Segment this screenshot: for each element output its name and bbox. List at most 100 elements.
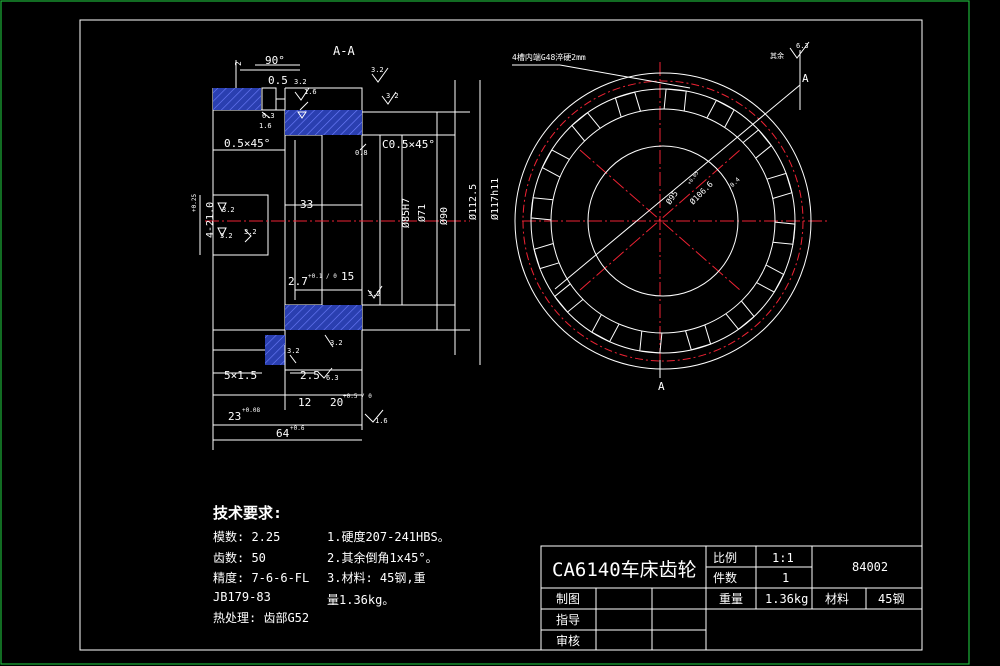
- slot-15: [742, 129, 773, 159]
- slot-4x21: 4-21.0: [205, 202, 216, 238]
- section-dimensions: [199, 60, 481, 450]
- rough-other-label: 其余: [770, 51, 784, 60]
- roughness-symbols: 3.2 1.6 3.2 6.3 3.2 3.2 3.2 0.8 3.2 3.2 …: [217, 66, 399, 425]
- tol-23: +0.08: [242, 407, 260, 414]
- rough-1: 3.2: [371, 66, 384, 74]
- drawing-number: 84002: [852, 560, 888, 574]
- material-value: 45钢: [878, 592, 904, 606]
- tech-title: 技术要求:: [213, 504, 282, 522]
- rough-15: 3.2: [294, 78, 307, 86]
- rough-11: 6.3: [326, 374, 339, 382]
- slot-14: [706, 99, 735, 128]
- front-view: A A 4槽内端G48淬硬2mm Ø95 +0.05 Ø106.6 -0.4 其…: [512, 41, 830, 393]
- tech-left-2: 精度: 7-6-6-FL: [213, 570, 309, 585]
- pitch-circle: [522, 80, 804, 362]
- rough-4: 6.3: [262, 112, 275, 120]
- rough-other-icon: [789, 41, 810, 59]
- outer-sheet-border: [0, 0, 970, 665]
- slot-10: [541, 149, 570, 178]
- tech-left-1: 齿数: 50: [213, 550, 266, 565]
- len-33: 33: [300, 198, 313, 211]
- section-label: A-A: [333, 44, 355, 58]
- tech-right-0: 1.硬度207-241HBS。: [327, 529, 450, 544]
- width-25: 2.5: [300, 369, 320, 382]
- rough-12: 1.6: [375, 417, 388, 425]
- tol-64: +0.6: [290, 425, 305, 432]
- inner-drawing-frame: [79, 19, 923, 651]
- tech-requirements: 技术要求: 模数: 2.25 齿数: 50 精度: 7-6-6-FL JB179…: [213, 504, 450, 625]
- dia-117: Ø117h11: [489, 178, 501, 220]
- tol-20: +0.5 / 0: [343, 393, 372, 400]
- tech-right-2: 3.材料: 45钢,重: [327, 571, 426, 585]
- slot-12: [614, 91, 641, 118]
- section-arrow-bottom: A: [658, 380, 665, 393]
- chamfer-right: C0.5×45°: [382, 138, 435, 151]
- width-20: 20: [330, 396, 343, 409]
- scale-label: 比例: [713, 551, 737, 565]
- outer-circle: [514, 72, 812, 370]
- rough-2: 1.6: [304, 88, 317, 96]
- tech-right-1: 2.其余倒角1x45°。: [327, 550, 438, 565]
- tech-left-0: 模数: 2.25: [213, 529, 280, 544]
- rough-6: 3.2: [220, 232, 233, 240]
- len-15: 15: [341, 270, 354, 283]
- chamfer-left: 0.5×45°: [224, 137, 270, 150]
- tol-106: -0.4: [726, 176, 741, 191]
- dia-1125: Ø112.5: [467, 184, 479, 220]
- rough-3: 3.2: [386, 92, 399, 100]
- angle-90: 90°: [265, 54, 285, 67]
- rough-13: 3.2: [287, 347, 300, 355]
- rough-8: 0.8: [355, 149, 368, 157]
- tol-27: +0.1 / 0: [308, 273, 337, 280]
- dim-95: Ø95: [663, 188, 680, 206]
- slot-11: [571, 111, 601, 142]
- slot-4: [685, 324, 712, 351]
- internal-slots: [530, 88, 796, 354]
- hardening-note: 4槽内端G48淬硬2mm: [512, 52, 586, 62]
- rough-other-value: 6.3: [796, 42, 809, 50]
- qty-value: 1: [782, 571, 789, 585]
- review-label: 审核: [556, 633, 580, 648]
- scale-value: 1:1: [772, 551, 794, 565]
- rough-5: 3.2: [222, 206, 235, 214]
- bore-71: Ø71: [416, 204, 428, 222]
- rough-7: 3.2: [244, 228, 257, 236]
- slot-circle: [550, 108, 776, 334]
- material-label: 材料: [825, 592, 849, 606]
- slot-16: [766, 172, 793, 199]
- len-27: 2.7: [288, 275, 308, 288]
- tol-slot: +0.25: [191, 194, 198, 212]
- rough-14: 1.6: [259, 122, 272, 130]
- section-arrow-top: A: [802, 72, 809, 85]
- dim-05-top: 0.5: [268, 74, 288, 87]
- rough-9: 3.2: [368, 290, 381, 298]
- width-23: 23: [228, 410, 241, 423]
- section-view: A-A: [191, 44, 501, 450]
- root-circle: [530, 88, 796, 354]
- rough-10: 3.2: [330, 339, 343, 347]
- qty-label: 件数: [713, 570, 737, 585]
- tech-left-3: JB179-83: [213, 590, 271, 604]
- width-64: 64: [276, 427, 290, 440]
- weight-value: 1.36kg: [765, 592, 808, 606]
- slot-8: [533, 243, 560, 270]
- tech-left-4: 热处理: 齿部G52: [213, 610, 309, 625]
- width-12: 12: [298, 396, 311, 409]
- dim-2: 2: [234, 61, 243, 66]
- section-outline: [212, 87, 470, 371]
- dia-90: Ø90: [438, 207, 450, 225]
- dia-leader: [554, 84, 801, 290]
- slot-9: [530, 197, 554, 221]
- drawn-by-label: 制图: [556, 592, 580, 606]
- weight-label: 重量: [719, 592, 743, 606]
- slot-2: [756, 264, 785, 293]
- slot-3: [725, 300, 755, 331]
- tol-95: +0.05: [687, 170, 701, 186]
- slot-5: [639, 330, 663, 354]
- bore-h7: Ø85H7: [400, 198, 412, 228]
- slot-7: [553, 283, 584, 313]
- tech-right-3: 量1.36kg。: [327, 593, 394, 607]
- slot-1: [772, 221, 796, 245]
- guide-label: 指导: [556, 612, 580, 627]
